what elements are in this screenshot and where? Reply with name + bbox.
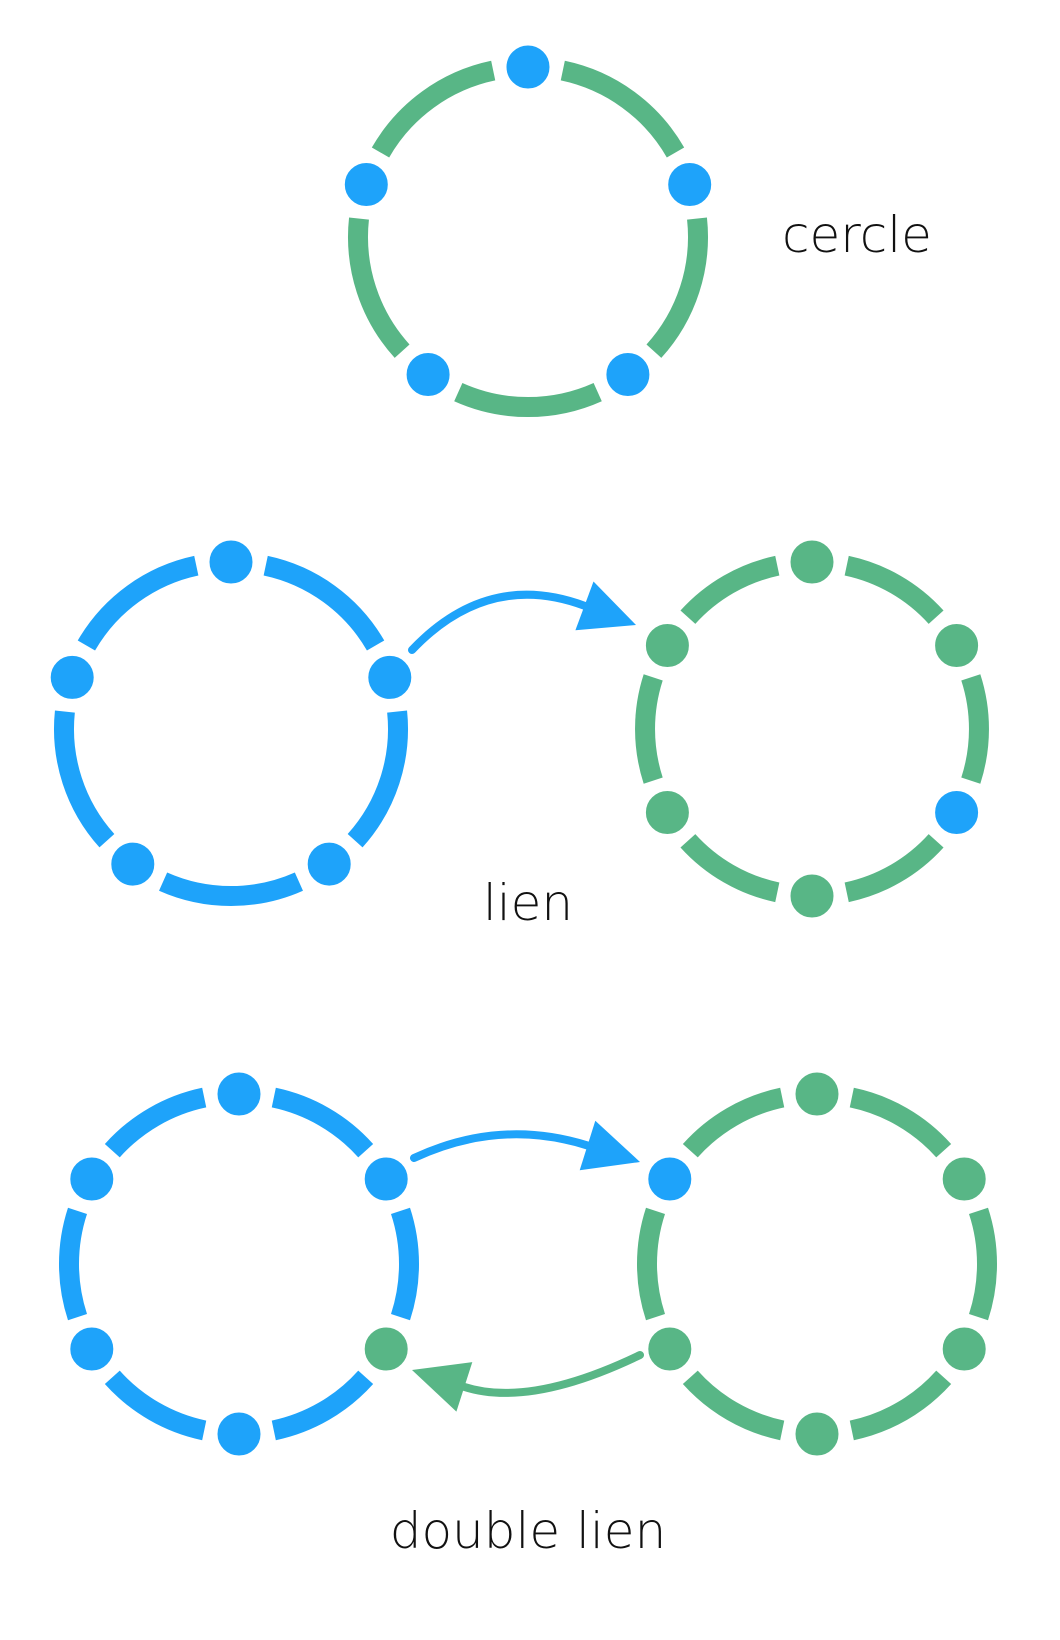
- double-lien-circle-a-arc: [271, 1087, 374, 1158]
- double-lien-circle-b-arc: [849, 1087, 952, 1158]
- double-lien-circle-b-arc: [682, 1370, 785, 1441]
- lien-circle-a-node: [106, 837, 160, 891]
- lien-circle-b-arc: [844, 555, 944, 625]
- lien-circle-a-node: [45, 650, 99, 704]
- double-lien-circle-a-node: [65, 1152, 119, 1206]
- lien-circle-a-arc: [54, 710, 115, 848]
- double-lien-circle-b-node: [643, 1322, 697, 1376]
- lien-circle-a-arc: [263, 555, 385, 651]
- double-lien-circle-b-arc: [968, 1207, 998, 1321]
- lien-circle-a-arc: [347, 710, 408, 848]
- double-lien-circle-b-node: [937, 1322, 991, 1376]
- double-lien-circle-a-arc: [104, 1087, 207, 1158]
- lien-circle-a-node: [302, 837, 356, 891]
- double-lien-link-forward-shaft: [410, 1130, 592, 1162]
- double-lien-link-backward-shaft: [460, 1351, 644, 1397]
- cercle-ring-node: [501, 40, 555, 94]
- double-lien-circle-a-node: [212, 1067, 266, 1121]
- double-lien-circle-b: [636, 1067, 998, 1461]
- cercle-ring-node: [663, 158, 717, 211]
- double-lien-circle-a-arc: [58, 1207, 88, 1321]
- lien-link-shaft: [408, 590, 589, 654]
- double-lien-circle-a-node: [65, 1322, 119, 1376]
- cercle-ring-arc: [371, 60, 496, 158]
- label-lien: lien: [483, 874, 573, 932]
- double-lien-circle-a-node: [359, 1152, 413, 1206]
- double-lien-circle-a: [58, 1067, 420, 1461]
- lien-circle-b-arc: [844, 833, 944, 903]
- double-lien-link-backward-head: [412, 1362, 473, 1412]
- cercle-ring: [339, 40, 717, 418]
- lien-circle-a-node: [363, 650, 417, 704]
- lien-circle-b-node: [640, 619, 694, 672]
- double-lien-circle-a-arc: [104, 1370, 207, 1441]
- double-lien-circle-a-node: [359, 1322, 413, 1376]
- lien-circle-b-node: [930, 619, 984, 672]
- double-lien-circle-b-arc: [636, 1207, 666, 1321]
- lien-circle-a-arc: [77, 555, 199, 651]
- double-lien-circle-b-node: [790, 1067, 844, 1121]
- lien-link: [408, 581, 636, 654]
- double-lien-link-forward-head: [579, 1120, 640, 1171]
- double-lien-link-backward: [412, 1351, 644, 1412]
- double-lien-circle-b-arc: [682, 1087, 785, 1158]
- diagram-lien: [45, 535, 989, 923]
- double-lien-circle-b-node: [937, 1152, 991, 1206]
- double-lien-circle-a-arc: [390, 1207, 420, 1321]
- lien-circle-a-node: [204, 535, 258, 589]
- diagram-double-lien: [58, 1067, 998, 1461]
- cercle-ring-node: [339, 158, 393, 211]
- double-lien-circle-a-node: [212, 1407, 266, 1461]
- cercle-ring-arc: [348, 217, 410, 358]
- lien-circle-b-arc: [680, 555, 780, 625]
- lien-circle-b: [635, 535, 989, 923]
- label-cercle: cercle: [782, 206, 932, 264]
- double-lien-circle-b-node: [790, 1407, 844, 1461]
- lien-circle-b-node: [785, 535, 839, 589]
- lien-link-head: [575, 581, 636, 631]
- lien-circle-b-arc: [680, 833, 780, 903]
- lien-circle-b-arc: [961, 674, 989, 784]
- lien-circle-b-arc: [635, 674, 663, 784]
- cercle-ring-node: [401, 348, 455, 401]
- cercle-ring-node: [601, 348, 655, 401]
- double-lien-circle-b-node: [643, 1152, 697, 1206]
- label-double-lien: double lien: [390, 1502, 667, 1560]
- double-lien-circle-a-arc: [271, 1370, 374, 1441]
- cercle-ring-arc: [454, 382, 602, 418]
- cercle-ring-arc: [560, 60, 685, 158]
- diagram-cercle: [339, 40, 717, 418]
- lien-circle-b-node: [785, 869, 839, 923]
- lien-circle-a: [45, 535, 417, 906]
- lien-circle-a-arc: [159, 872, 303, 906]
- double-lien-link-forward: [410, 1120, 640, 1171]
- cercle-ring-arc: [646, 217, 708, 358]
- double-lien-circle-b-arc: [849, 1370, 952, 1441]
- lien-circle-b-node: [930, 786, 984, 839]
- lien-circle-b-node: [640, 786, 694, 839]
